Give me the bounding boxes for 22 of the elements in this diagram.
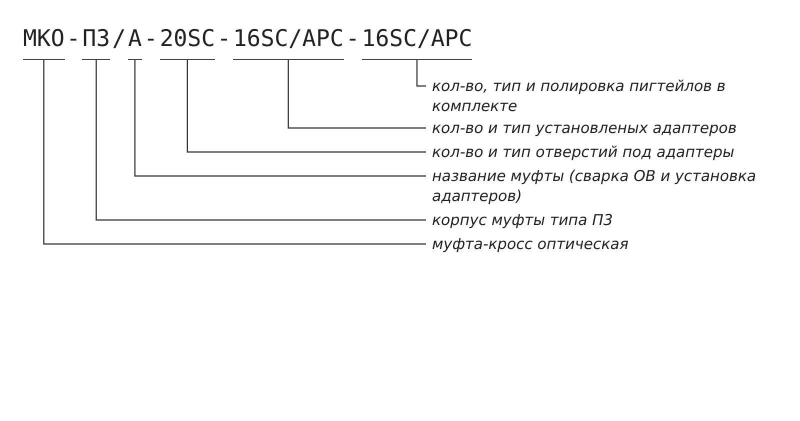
leader-line <box>43 60 426 245</box>
description-text: кол-во и тип установленых адаптеров <box>432 118 772 138</box>
leader-line <box>288 60 426 129</box>
leader-line <box>134 60 426 177</box>
code-segment: 16SC/APC <box>362 26 472 60</box>
separator: - <box>216 26 232 52</box>
description-text: кол-во и тип отверстий под адаптеры <box>432 142 772 162</box>
description-text: название муфты (сварка ОВ и установка адаптеров) <box>432 166 772 206</box>
description-text: корпус муфты типа П3 <box>432 210 772 230</box>
leader-line <box>186 60 426 153</box>
separator: - <box>344 26 361 52</box>
leader-line <box>96 60 426 221</box>
leader-line <box>416 60 426 87</box>
description-text: муфта-кросс оптическая <box>432 234 772 254</box>
code-segment: 16SC/APC <box>232 26 344 60</box>
code-segment: 20SC <box>160 26 216 60</box>
separator: - <box>66 26 82 52</box>
code-segment: П3 <box>82 26 110 60</box>
separator: - <box>142 26 159 52</box>
code-segment: МКО <box>23 26 65 60</box>
separator: / <box>111 26 127 52</box>
code-segment: А <box>128 26 142 60</box>
